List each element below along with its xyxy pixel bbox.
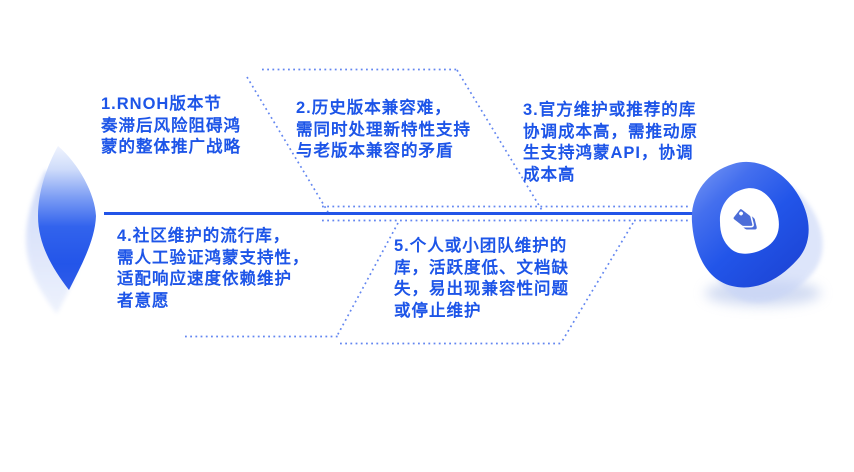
branch-label-5: 5.个人或小团队维护的 库，活跃度低、文档缺 失，易出现兼容性问题 或停止维护 [394, 237, 569, 320]
fish-tail-shape [38, 146, 96, 290]
branch-divider-4-5 [336, 222, 399, 337]
branch-divider-2-3 [456, 69, 544, 213]
branch-label-2: 2.历史版本兼容难， 需同时处理新特性支持 与老版本兼容的矛盾 [296, 99, 471, 160]
branch-label-1: 1.RNOH版本节 奏滞后风险阻碍鸿 蒙的整体推广战略 [101, 95, 241, 156]
tags-icon [731, 207, 757, 230]
branch-divider-1-2 [246, 76, 329, 213]
branch-5-right-border [560, 222, 634, 344]
branch-label-3: 3.官方维护或推荐的库 协调成本高，需推动原 生支持鸿蒙API，协调 成本高 [523, 101, 698, 184]
branch-label-4: 4.社区维护的流行库， 需人工验证鸿蒙支持性， 适配响应速度依赖维护 者意愿 [117, 227, 310, 310]
